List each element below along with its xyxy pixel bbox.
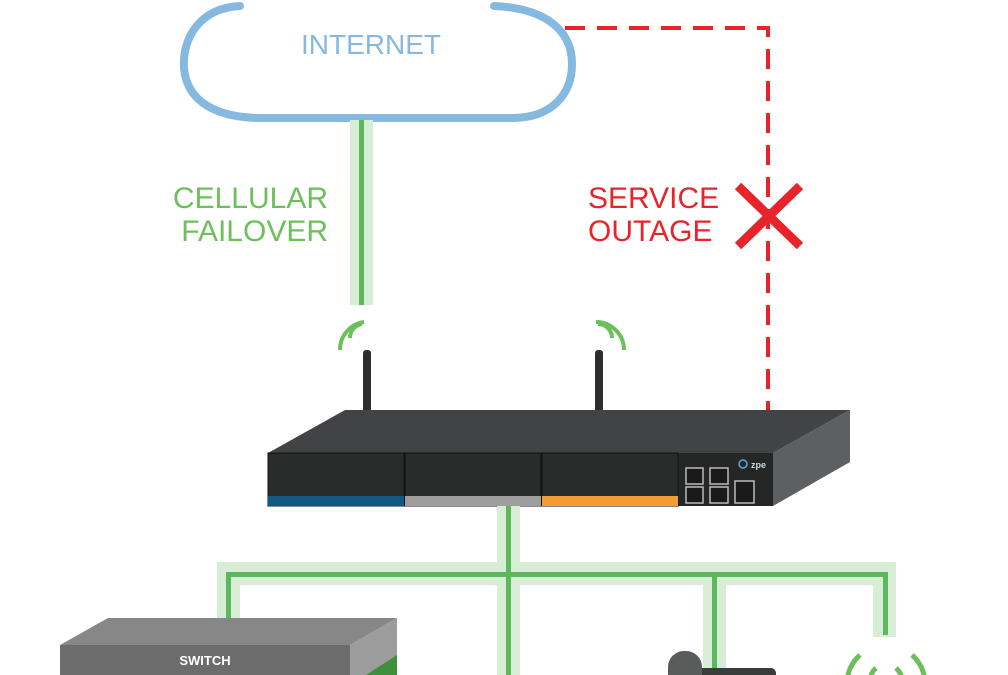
antenna: [595, 350, 603, 412]
wifi-signal-icon: [337, 320, 365, 351]
module-orange-bar: [542, 496, 678, 506]
module-blue-bar: [268, 496, 404, 506]
outage-link: [565, 26, 770, 410]
antenna: [363, 350, 371, 412]
module-gray-bar: [405, 496, 541, 506]
internet-label: INTERNET: [301, 29, 441, 60]
ports: [685, 467, 755, 504]
switch-label: SWITCH: [179, 653, 230, 668]
x-mark-icon: [734, 182, 804, 250]
lan-links: [217, 506, 896, 675]
cloud-icon: [179, 2, 577, 122]
outage-label-line2: OUTAGE: [588, 215, 712, 248]
brand-logo: zpe: [751, 460, 766, 470]
router-device: zpe: [267, 410, 850, 507]
outage-label-line1: SERVICE: [588, 182, 719, 215]
switch-device: SWITCH: [60, 618, 397, 675]
wifi-signal-icon: [595, 320, 626, 351]
cellular-label-line2: FAILOVER: [181, 215, 328, 248]
cellular-label-line1: CELLULAR: [173, 182, 328, 215]
phone-device: [668, 651, 776, 675]
wifi-signal-icon: [845, 653, 927, 675]
cellular-link: [359, 120, 364, 305]
